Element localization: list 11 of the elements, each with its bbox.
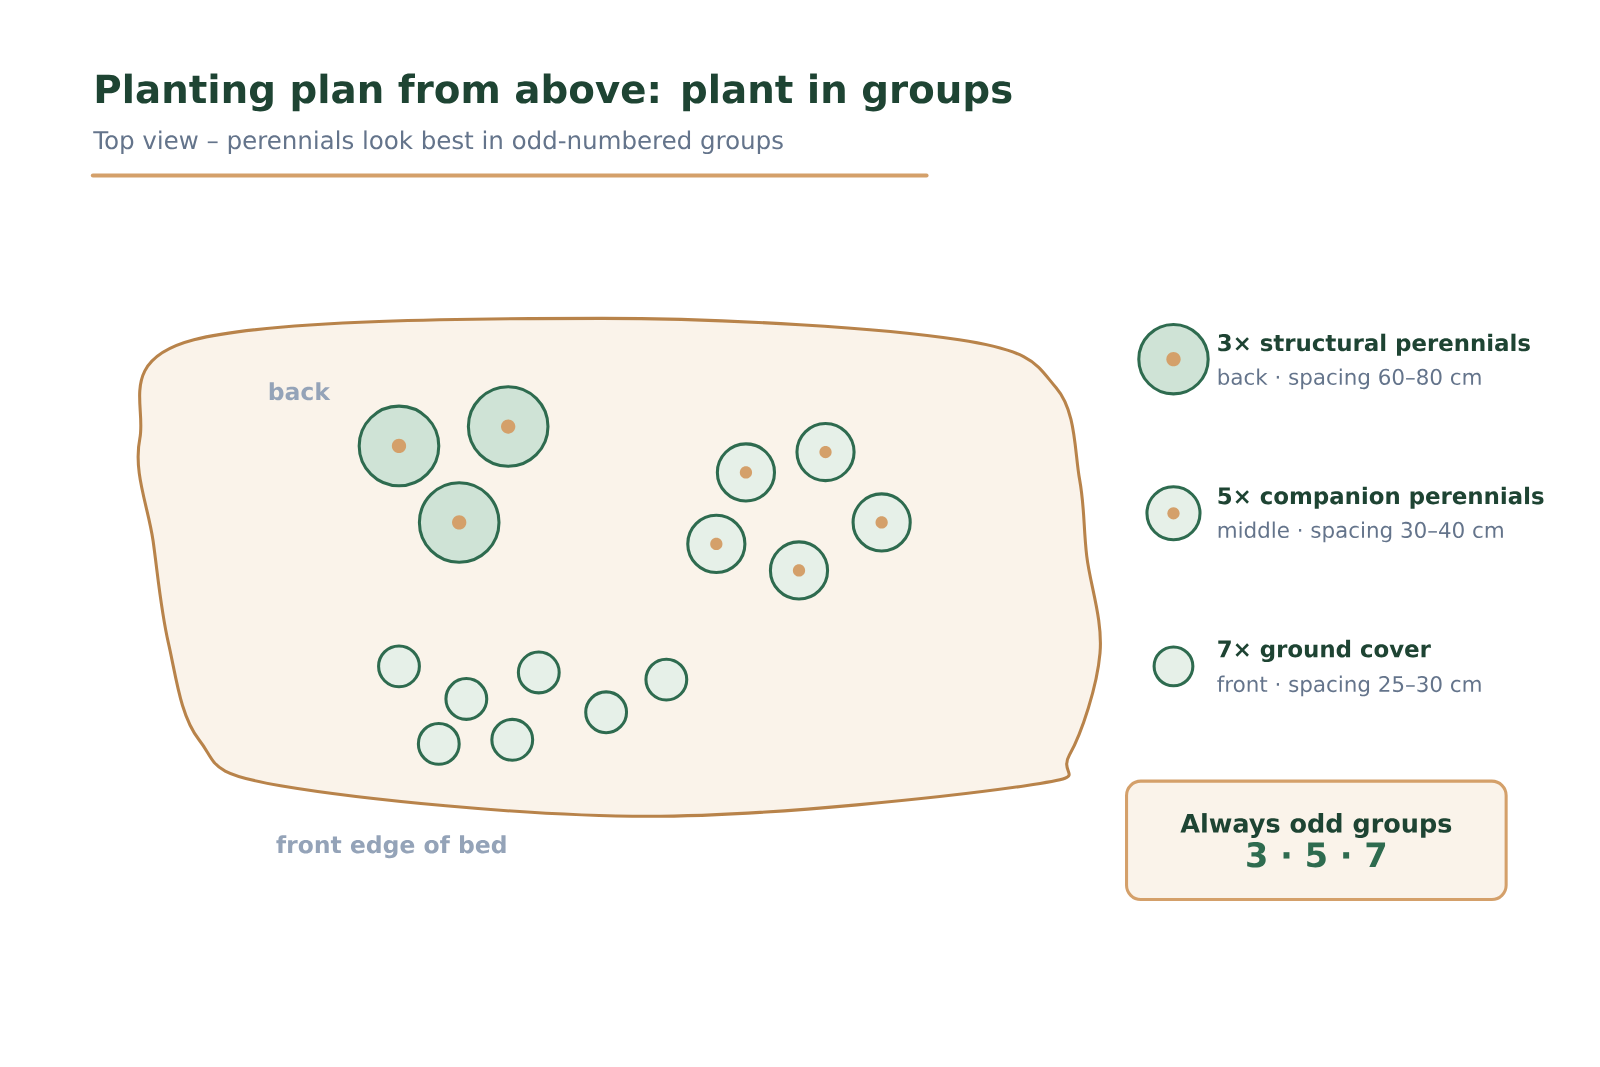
legend-description: front · spacing 25–30 cm: [1217, 675, 1481, 697]
title: Planting plan from above: plant in groups: [96, 73, 1012, 112]
legend-description: back · spacing 60–80 cm: [1218, 368, 1481, 389]
area-label: front edge of bed: [276, 835, 506, 858]
callout-box: Always odd groups 3 · 5 · 7: [1125, 779, 1508, 901]
legend-label: 3× structural perennials: [1218, 333, 1530, 356]
subtitle: Top view – perennials look best in odd-numbered groups: [93, 130, 783, 154]
legend-description: middle · spacing 30–40 cm: [1218, 521, 1503, 543]
legend-label: 5× companion perennials: [1218, 486, 1544, 509]
legend-label: 7× ground cover: [1218, 639, 1431, 662]
area-label: back: [269, 382, 331, 401]
